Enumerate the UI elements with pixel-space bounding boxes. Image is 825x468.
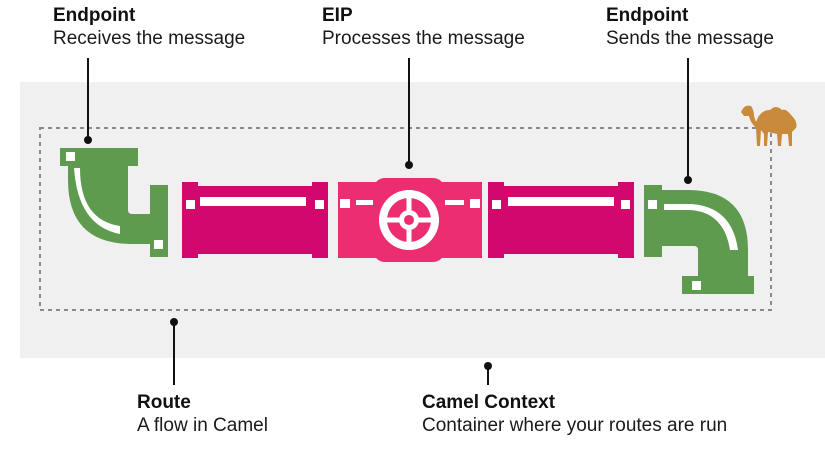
leader-lines (84, 58, 692, 385)
route-label: Route A flow in Camel (137, 392, 268, 438)
camel-context-title: Camel Context (422, 392, 556, 413)
leader-camel-context-dot (484, 362, 492, 370)
route-subtitle: A flow in Camel (137, 414, 268, 436)
eip-label: EIP Processes the message (322, 5, 525, 51)
endpoint-in-label: Endpoint Receives the message (53, 5, 245, 51)
route-pipe-right (488, 182, 634, 258)
camel-context-label: Camel Context Container where your route… (422, 392, 727, 438)
elbow-pipe-icon (60, 148, 168, 257)
leader-endpoint-out-dot (684, 176, 692, 184)
elbow-pipe-icon (644, 185, 754, 294)
leader-route-dot (170, 318, 178, 326)
endpoint-in-subtitle: Receives the message (53, 27, 246, 49)
endpoint-out-title: Endpoint (606, 5, 689, 26)
leader-endpoint-in-dot (84, 136, 92, 144)
endpoint-out-subtitle: Sends the message (606, 27, 774, 49)
eip-title: EIP (322, 5, 353, 26)
eip-subtitle: Processes the message (322, 27, 525, 49)
endpoint-in-title: Endpoint (53, 5, 136, 26)
endpoint-out-label: Endpoint Sends the message (606, 5, 774, 51)
camel-context-subtitle: Container where your routes are run (422, 414, 728, 436)
leader-eip-dot (405, 161, 413, 169)
camel-icon (741, 105, 797, 146)
valve-wheel-icon (338, 178, 482, 262)
route-title: Route (137, 392, 191, 413)
route-pipe-left (182, 182, 328, 258)
